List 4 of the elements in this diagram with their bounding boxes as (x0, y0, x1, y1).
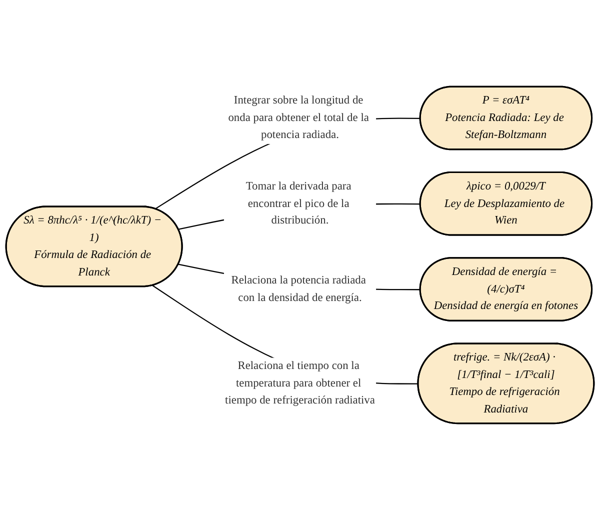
edge-label: Relaciona el tiempo con la temperatura para obtener el tiempo de refrigeración radiativa (225, 360, 375, 406)
edge-label: Integrar sobre la longitud de onda para obtener el total de la potencia radiada. (228, 94, 369, 142)
edge-label: Tomar la derivada para encontrar el pico de la distribución. (246, 180, 352, 227)
edge-label: Relaciona la potencia radiada con la densidad de energía. (231, 274, 366, 304)
